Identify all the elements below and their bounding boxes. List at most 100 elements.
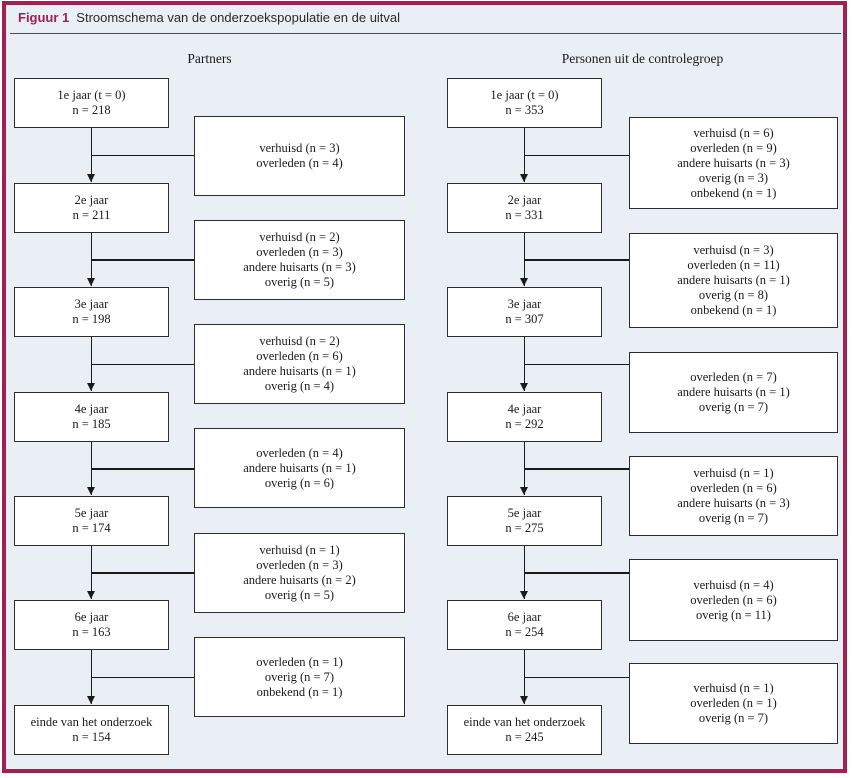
dropout-line: overleden (n = 9) [690,140,777,155]
dropout-box: verhuisd (n = 3)overleden (n = 4) [194,116,405,196]
arrowhead-down-icon [87,278,95,286]
connector-hline [524,676,629,679]
dropout-line: overig (n = 5) [264,588,335,602]
dropout-line: andere huisarts (n = 1) [243,460,356,475]
dropout-box: verhuisd (n = 3)overleden (n = 11)andere… [629,233,838,328]
arrowhead-down-icon [87,174,95,182]
arrowhead-down-icon [87,591,95,599]
dropout-line: overig (n = 7) [698,711,769,725]
dropout-line: overleden (n = 7) [690,370,777,384]
connector-hline [91,468,194,470]
dropout-line: overleden (n = 4) [256,156,343,170]
dropout-line: onbekend (n = 1) [690,303,777,317]
dropout-box: overleden (n = 1)overig (n = 7)onbekend … [194,637,405,717]
connector-hline [91,154,194,157]
dropout-box: overleden (n = 4)andere huisarts (n = 1)… [194,428,405,508]
stage-line: 6e jaar [74,610,109,624]
stage-line: einde van het onderzoek [463,715,586,729]
stage-line: 5e jaar [507,506,542,520]
connector-vline [90,546,93,599]
connector-hline [524,363,629,366]
stage-line: 4e jaar [74,402,109,416]
column-header: Personen uit de controlegroep [561,51,724,66]
dropout-line: overleden (n = 1) [256,654,343,669]
dropout-box: verhuisd (n = 1)overleden (n = 3)andere … [194,533,405,613]
stage-line: n = 254 [505,625,544,639]
dropout-line: andere huisarts (n = 3) [677,496,790,510]
stage-line: n = 211 [72,208,111,222]
arrowhead-down-icon [87,487,95,495]
dropout-line: overleden (n = 6) [690,481,777,495]
dropout-line: overig (n = 3) [698,170,769,185]
dropout-line: overig (n = 11) [696,607,771,622]
dropout-box: verhuisd (n = 1)overleden (n = 6)andere … [629,456,838,536]
dropout-line: verhuisd (n = 2) [259,230,340,244]
dropout-box: overleden (n = 7)andere huisarts (n = 1)… [629,352,838,433]
figure-label: Figuur 1 [18,10,70,25]
dropout-line: andere huisarts (n = 3) [243,260,356,274]
arrowhead-down-icon [87,383,95,391]
column-header: Partners [187,51,232,66]
connector-vline [90,442,93,495]
arrowhead-down-icon [87,696,95,704]
stage-line: n = 292 [505,417,544,431]
dropout-line: verhuisd (n = 3) [693,243,774,257]
dropout-line: verhuisd (n = 1) [259,543,340,557]
arrowhead-down-icon [520,174,528,182]
connector-vline [90,128,93,182]
stage-line: 5e jaar [74,506,109,520]
dropout-line: andere huisarts (n = 1) [243,364,356,378]
stage-line: n = 185 [72,417,111,431]
dropout-line: verhuisd (n = 4) [693,577,774,592]
caption-divider [10,33,841,34]
stage-line: n = 353 [505,103,544,117]
dropout-box: verhuisd (n = 1)overleden (n = 1)overig … [629,663,838,744]
dropout-line: verhuisd (n = 3) [259,141,340,155]
dropout-line: overig (n = 7) [698,400,769,414]
connector-hline [524,468,629,470]
dropout-box: verhuisd (n = 2)overleden (n = 3)andere … [194,220,405,300]
stage-line: n = 163 [72,625,111,639]
connector-vline [90,650,93,704]
dropout-line: overig (n = 5) [264,275,335,289]
dropout-line: verhuisd (n = 6) [693,125,774,140]
stage-line: 3e jaar [507,297,542,311]
dropout-line: overleden (n = 3) [256,558,343,572]
figure-title-text: Stroomschema van de onderzoekspopulatie … [76,10,401,25]
stage-line: n = 245 [505,730,544,744]
connector-hline [524,259,629,261]
dropout-line: andere huisarts (n = 1) [677,273,790,287]
stage-line: 6e jaar [507,610,542,624]
dropout-line: onbekend (n = 1) [690,185,777,200]
dropout-line: verhuisd (n = 1) [693,466,774,480]
connector-vline [90,337,93,391]
stage-line: n = 331 [505,208,544,222]
connector-hline [91,572,194,574]
connector-hline [524,154,629,157]
stage-line: 2e jaar [74,193,109,207]
dropout-line: verhuisd (n = 1) [693,681,774,695]
stage-line: n = 198 [72,312,111,326]
dropout-box: verhuisd (n = 2)overleden (n = 6)andere … [194,324,405,404]
dropout-line: overleden (n = 4) [256,445,343,460]
arrowhead-down-icon [520,278,528,286]
connector-hline [91,363,194,366]
figure-caption: Figuur 1 Stroomschema van de onderzoekspo… [18,9,400,27]
connector-vline [523,337,526,391]
connector-vline [523,233,526,286]
stage-line: n = 307 [505,312,544,326]
dropout-line: overig (n = 7) [698,511,769,525]
connector-vline [523,546,526,599]
dropout-line: overig (n = 8) [698,288,769,302]
dropout-line: andere huisarts (n = 2) [243,573,356,587]
